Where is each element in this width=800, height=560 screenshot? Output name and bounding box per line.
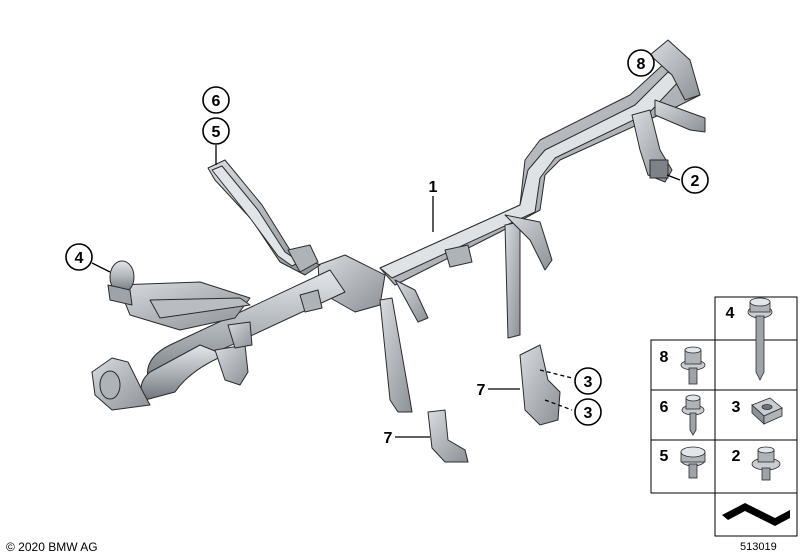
bracket-7-upper [519,344,561,426]
callout-3-lower[interactable]: 3 [574,398,602,426]
left-lower-bracket-b [227,321,253,349]
grid-cell-5-label: 5 [660,448,669,465]
bracket-7-lower [427,409,469,463]
callout-3a-label: 3 [584,374,593,391]
right-arm [654,99,706,133]
cage-nut-icon [751,397,783,425]
leader-lines [91,145,681,438]
cross-member-assembly [91,39,706,413]
left-small-bracket [107,284,133,306]
copyright-text: © 2020 BMW AG [6,540,98,554]
strut-foot [287,244,319,273]
grid-cell-8-label: 8 [660,349,669,366]
mid-tab-a [444,244,473,268]
grid-cell-5[interactable]: 5 [660,446,706,479]
callout-5-label: 5 [212,124,221,141]
right-end-bracket [649,39,701,101]
grid-cell-6[interactable]: 6 [660,394,705,436]
callout-3b-label: 3 [584,405,593,422]
callout-7b-label: 7 [477,382,486,399]
center-leg [379,297,413,413]
callout-5[interactable]: 5 [202,117,230,145]
hex-bolt-icon [681,394,705,436]
callout-6[interactable]: 6 [202,86,230,114]
tube-lower [140,344,226,401]
callout-8[interactable]: 8 [627,49,655,77]
right-leg [504,221,521,339]
diagram-number: 513019 [740,541,777,553]
washer-bolt-icon [751,446,781,481]
callout-2[interactable]: 2 [681,166,709,194]
right-leg-brace [504,214,553,271]
callout-2-label: 2 [691,173,700,190]
callout-3-upper[interactable]: 3 [574,367,602,395]
callout-8-label: 8 [637,56,646,73]
grid-cell-6-label: 6 [660,399,669,416]
callout-7a-label: 7 [384,430,393,447]
grid-cell-3-label: 3 [732,399,741,416]
collar-bolt-icon [680,446,706,479]
mid-tab-b [299,289,323,313]
center-leg-top [394,279,429,323]
parts-grid [650,296,798,537]
flange-bolt-icon [680,346,706,385]
bracket-symbol-icon [722,503,790,526]
right-mount-block [649,159,669,179]
callout-7-lower[interactable]: 7 [384,430,393,447]
grid-cell-8[interactable]: 8 [660,346,706,385]
callout-7-upper[interactable]: 7 [477,382,486,399]
left-frame-strut [149,297,251,319]
grid-cell-2-label: 2 [732,448,741,465]
callout-1[interactable]: 1 [429,179,438,196]
left-end-cap [99,370,121,400]
callout-4[interactable]: 4 [65,243,93,271]
grid-cell-3[interactable]: 3 [732,397,783,425]
grid-cell-2[interactable]: 2 [732,446,781,481]
grid-cell-4-label: 4 [726,305,735,322]
callout-4-label: 4 [75,250,84,267]
grid-cell-4[interactable]: 4 [726,297,773,381]
callout-1-label: 1 [429,179,438,196]
callout-6-label: 6 [212,93,221,110]
long-bolt-icon [747,297,773,381]
left-lower-bracket-a [214,344,249,386]
